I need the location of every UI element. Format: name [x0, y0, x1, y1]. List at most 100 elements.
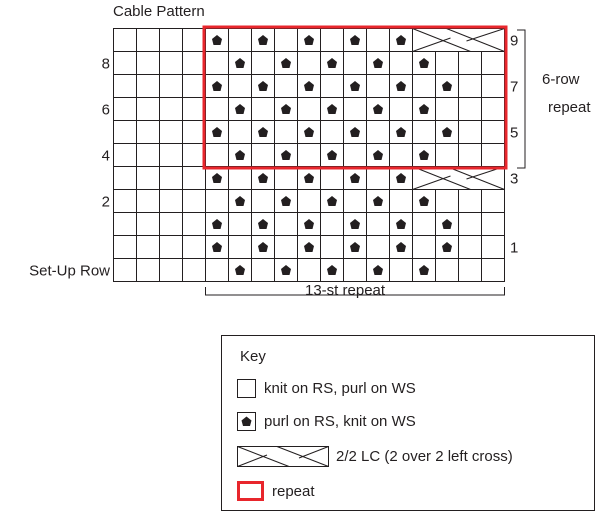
chart-cell [136, 258, 160, 282]
chart-cell [458, 235, 482, 259]
row-label: 7 [510, 79, 518, 96]
knit-symbol-icon [237, 379, 256, 398]
chart-cell [182, 97, 206, 121]
stitch-repeat-label: 13-st repeat [305, 282, 386, 299]
key-title: Key [240, 348, 266, 365]
purl-dot [396, 219, 406, 229]
chart-cell [435, 143, 459, 167]
purl-dot [327, 104, 337, 114]
purl-dot [235, 196, 245, 206]
chart-cell [113, 212, 137, 236]
purl-dot [304, 219, 314, 229]
chart-cell [366, 28, 390, 52]
purl-dot [304, 242, 314, 252]
cable-line [446, 166, 505, 190]
chart-cell [274, 28, 298, 52]
chart-cell [182, 74, 206, 98]
purl-dot [442, 127, 452, 137]
chart-cell [113, 258, 137, 282]
chart-cell [251, 51, 275, 75]
chart-cell [320, 166, 344, 190]
chart-cell [297, 189, 321, 213]
key-legend [221, 335, 595, 511]
chart-cell [274, 235, 298, 259]
chart-cell [458, 143, 482, 167]
purl-dot [442, 219, 452, 229]
chart-cell [159, 120, 183, 144]
chart-cell [228, 166, 252, 190]
purl-dot [396, 81, 406, 91]
cable-line [446, 28, 505, 52]
chart-cell [251, 258, 275, 282]
purl-dot [281, 58, 291, 68]
chart-cell [343, 189, 367, 213]
chart-cell [159, 212, 183, 236]
cable-cell [412, 166, 505, 190]
chart-cell [251, 189, 275, 213]
key-item-cable: 2/2 LC (2 over 2 left cross) [336, 448, 513, 465]
purl-dot [212, 127, 222, 137]
chart-cell [366, 212, 390, 236]
cable-line [412, 166, 471, 190]
purl-dot [281, 196, 291, 206]
purl-dot [258, 35, 268, 45]
chart-cell [205, 258, 229, 282]
chart-cell [320, 28, 344, 52]
chart-cell [458, 212, 482, 236]
chart-cell [481, 51, 505, 75]
chart-cell [297, 51, 321, 75]
purl-dot [281, 265, 291, 275]
chart-cell [159, 258, 183, 282]
cable-cross-icon [237, 446, 329, 467]
chart-cell [205, 143, 229, 167]
purl-dot [419, 150, 429, 160]
purl-dot [419, 196, 429, 206]
purl-dot [235, 265, 245, 275]
chart-cell [113, 51, 137, 75]
purl-dot [350, 127, 360, 137]
chart-cell [297, 143, 321, 167]
purl-dot [373, 58, 383, 68]
key-item-repeat: repeat [272, 483, 315, 500]
purl-dot [235, 150, 245, 160]
purl-dot [327, 265, 337, 275]
purl-dot [235, 104, 245, 114]
chart-cell [389, 258, 413, 282]
purl-dot [258, 242, 268, 252]
chart-cell [113, 28, 137, 52]
chart-cell [182, 189, 206, 213]
chart-cell [113, 235, 137, 259]
chart-cell [182, 166, 206, 190]
chart-cell [136, 28, 160, 52]
chart-cell [182, 120, 206, 144]
chart-cell [389, 189, 413, 213]
purl-dot [350, 81, 360, 91]
chart-cell [136, 212, 160, 236]
chart-cell [159, 97, 183, 121]
row-repeat-label-line2: repeat [548, 99, 591, 116]
purl-symbol-icon [237, 412, 256, 431]
chart-cell [274, 120, 298, 144]
purl-dot [304, 173, 314, 183]
purl-dot [419, 265, 429, 275]
row-label: Set-Up Row [29, 263, 110, 280]
chart-cell [228, 120, 252, 144]
chart-cell [159, 143, 183, 167]
chart-cell [136, 166, 160, 190]
chart-cell [481, 258, 505, 282]
cable-line [412, 37, 451, 52]
cable-line [412, 175, 451, 190]
chart-cell [205, 189, 229, 213]
chart-cell [435, 189, 459, 213]
chart-cell [481, 74, 505, 98]
chart-cell [251, 143, 275, 167]
row-repeat-label-line1: 6-row [542, 71, 580, 88]
chart-cell [366, 120, 390, 144]
cable-line [466, 28, 505, 42]
chart-cell [412, 120, 436, 144]
chart-cell [159, 166, 183, 190]
chart-cell [274, 212, 298, 236]
chart-cell [182, 51, 206, 75]
chart-cell [481, 235, 505, 259]
purl-dot [258, 81, 268, 91]
